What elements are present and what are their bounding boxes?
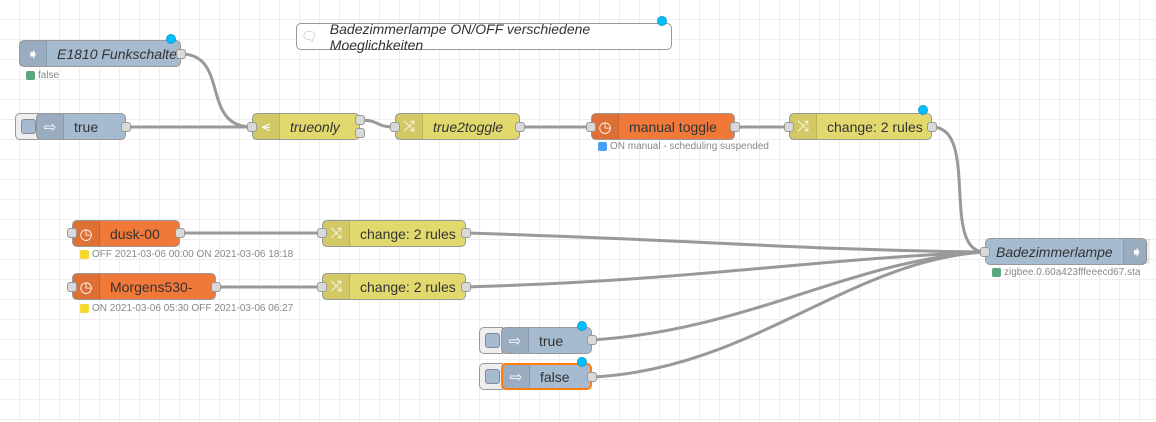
node-status: ON manual - scheduling suspended bbox=[598, 141, 769, 152]
node-status: OFF 2021-03-06 00:00 ON 2021-03-06 18:18 bbox=[80, 249, 293, 260]
output-port[interactable] bbox=[355, 115, 365, 125]
node-morgens[interactable]: ◷ Morgens530- bbox=[72, 273, 216, 300]
node-change-dusk[interactable]: ⤨ change: 2 rules bbox=[322, 220, 466, 247]
wire bbox=[931, 125, 986, 254]
inject-button[interactable] bbox=[479, 363, 503, 390]
output-port[interactable] bbox=[175, 228, 185, 238]
input-port[interactable] bbox=[390, 122, 400, 132]
input-port[interactable] bbox=[67, 228, 77, 238]
shuffle-icon: ⤨ bbox=[790, 114, 817, 139]
node-status: zigbee.0.60a423fffeeecd67.sta bbox=[992, 267, 1140, 278]
wire bbox=[591, 250, 986, 379]
output-port[interactable] bbox=[587, 372, 597, 382]
output-port[interactable] bbox=[121, 122, 131, 132]
node-inject-true[interactable]: ⇨ true bbox=[36, 113, 126, 140]
inject-button[interactable] bbox=[479, 327, 503, 354]
comment-icon: 🗨︎ bbox=[301, 28, 318, 44]
output-port[interactable] bbox=[211, 282, 221, 292]
shuffle-icon: ⤨ bbox=[323, 274, 350, 299]
output-port[interactable] bbox=[730, 122, 740, 132]
node-status: ON 2021-03-06 05:30 OFF 2021-03-06 06:27 bbox=[80, 303, 293, 314]
input-port[interactable] bbox=[586, 122, 596, 132]
node-badezimmerlampe[interactable]: Badezimmerlampe ➧ bbox=[985, 238, 1150, 265]
inject-arrow-icon: ⇨ bbox=[503, 365, 530, 388]
output-port[interactable] bbox=[515, 122, 525, 132]
wire bbox=[180, 52, 253, 129]
input-port[interactable] bbox=[247, 122, 257, 132]
shuffle-icon: ⤨ bbox=[396, 114, 423, 139]
wire bbox=[465, 250, 986, 289]
output-port[interactable] bbox=[461, 228, 471, 238]
inject-arrow-icon: ⇨ bbox=[37, 114, 64, 139]
output-port[interactable] bbox=[176, 49, 186, 59]
shuffle-icon: ⤨ bbox=[323, 221, 350, 246]
wire bbox=[465, 231, 986, 254]
arrow-right-icon: ➧ bbox=[20, 41, 47, 66]
changed-indicator bbox=[918, 105, 928, 115]
inject-button[interactable] bbox=[15, 113, 39, 140]
changed-indicator bbox=[657, 16, 667, 26]
input-port[interactable] bbox=[980, 247, 990, 257]
clock-icon: ◷ bbox=[73, 274, 100, 299]
output-port[interactable] bbox=[461, 282, 471, 292]
changed-indicator bbox=[577, 357, 587, 367]
comment-node[interactable]: 🗨︎ Badezimmerlampe ON/OFF verschiedene M… bbox=[296, 21, 672, 53]
node-trueonly[interactable]: ⪪ trueonly bbox=[252, 113, 360, 140]
node-status: false bbox=[26, 70, 59, 81]
node-change-morgens[interactable]: ⤨ change: 2 rules bbox=[322, 273, 466, 300]
input-port[interactable] bbox=[317, 282, 327, 292]
clock-icon: ◷ bbox=[592, 114, 619, 139]
input-port[interactable] bbox=[784, 122, 794, 132]
output-port[interactable] bbox=[927, 122, 937, 132]
switch-icon: ⪪ bbox=[253, 114, 280, 139]
output-port[interactable] bbox=[355, 128, 365, 138]
clock-icon: ◷ bbox=[73, 221, 100, 246]
node-dusk[interactable]: ◷ dusk-00 bbox=[72, 220, 180, 247]
wire bbox=[591, 250, 986, 342]
changed-indicator bbox=[577, 321, 587, 331]
node-inject-true-bottom[interactable]: ⇨ true bbox=[501, 327, 592, 354]
node-manual-toggle[interactable]: ◷ manual toggle bbox=[591, 113, 735, 140]
node-true2toggle[interactable]: ⤨ true2toggle bbox=[395, 113, 520, 140]
output-port[interactable] bbox=[587, 335, 597, 345]
node-inject-false[interactable]: ⇨ false bbox=[501, 363, 592, 390]
changed-indicator bbox=[166, 34, 176, 44]
node-e1810[interactable]: ➧ E1810 Funkschalter bbox=[19, 40, 182, 67]
node-change-top[interactable]: ⤨ change: 2 rules bbox=[789, 113, 932, 140]
input-port[interactable] bbox=[317, 228, 327, 238]
input-port[interactable] bbox=[67, 282, 77, 292]
arrow-right-icon: ➧ bbox=[1122, 239, 1150, 264]
inject-arrow-icon: ⇨ bbox=[502, 328, 529, 353]
